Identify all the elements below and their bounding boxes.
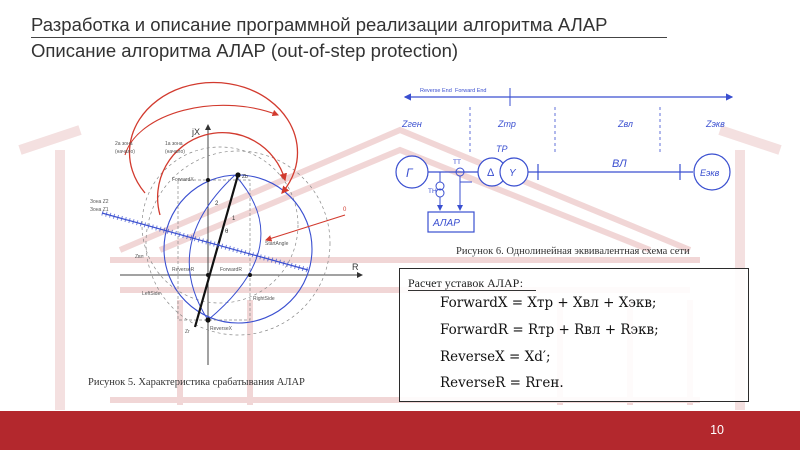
figure5-caption: Рисунок 5. Характеристика срабатывания А… xyxy=(88,377,305,388)
label-reversex: ReverseX xyxy=(210,326,233,332)
calc-title-underline xyxy=(408,290,536,291)
formula-forwardx: ForwardX = Xтр + Xвл + Xэкв; xyxy=(440,295,657,311)
page-number: 10 xyxy=(710,423,724,437)
label-zbl: Zвл xyxy=(135,254,144,260)
label-zone-z1: Зона Z1 xyxy=(90,207,109,213)
label-zgen: Zг xyxy=(185,329,190,335)
axis-label-r: R xyxy=(352,262,359,272)
label-ct: ТТ xyxy=(453,159,461,166)
single-line-diagram: Reverse End Forward End Zген Zтр Zвл Zэк… xyxy=(395,88,734,233)
label-zekv: Zэкв xyxy=(705,119,725,129)
label-zvl: Zвл xyxy=(617,119,633,129)
settings-calc-box: Расчет уставок АЛАР: ForwardX = Xтр + Xв… xyxy=(399,268,749,402)
label-reverser: ReverseR xyxy=(172,267,195,273)
label-right-side: RightSide xyxy=(253,296,275,302)
label-tr-wye: Y xyxy=(509,168,517,179)
label-theta: θ xyxy=(225,229,229,235)
slide-subtitle: Описание алгоритма АЛАР (out-of-step pro… xyxy=(31,40,459,61)
label-reverse-end: Reverse End xyxy=(420,88,452,94)
label-forwardx: ForwardX xyxy=(172,177,194,183)
label-vt: ТН xyxy=(428,188,437,195)
label-start-angle: StartAngle xyxy=(265,241,289,247)
label-relay: АЛАР xyxy=(432,218,460,229)
label-ztr: Zтр xyxy=(497,119,516,129)
label-zone1-bottom: (начало) xyxy=(165,149,185,155)
label-forward-end: Forward End xyxy=(455,88,487,94)
slide-title: Разработка и описание программной реализ… xyxy=(31,14,608,35)
label-num-2: 2 xyxy=(215,201,219,207)
title-divider xyxy=(31,37,667,38)
label-tr-delta: Δ xyxy=(487,167,495,179)
label-zone-z2: Зона Z2 xyxy=(90,199,109,205)
label-num-0: 0 xyxy=(343,207,347,213)
label-left-side: LeftSide xyxy=(142,291,161,297)
label-num-1: 1 xyxy=(232,216,236,222)
calc-title: Расчет уставок АЛАР: xyxy=(408,276,524,290)
footer-bar: 10 xyxy=(0,411,800,450)
figure6-caption: Рисунок 6. Однолинейная эквивалентная сх… xyxy=(456,246,690,257)
label-zone1-top: 1а зона xyxy=(165,141,183,147)
label-zone2-top: 2а зона xyxy=(115,141,133,147)
label-zb: Zb xyxy=(242,174,248,180)
label-generator: Г xyxy=(406,166,414,180)
label-zone2-bottom: (начало) xyxy=(115,149,135,155)
alar-characteristic-diagram: jX R 2а зона (начало) 1а зона (начало) З… xyxy=(90,81,363,365)
axis-label-jx: jX xyxy=(191,127,200,137)
formula-reversex: ReverseX = Xd′; xyxy=(440,349,551,365)
label-source: Eэкв xyxy=(700,168,720,178)
label-line: ВЛ xyxy=(612,158,627,170)
formula-forwardr: ForwardR = Rтр + Rвл + Rэкв; xyxy=(440,322,659,338)
label-zgen-impedance: Zген xyxy=(401,119,422,129)
label-transformer: ТР xyxy=(496,144,508,154)
label-forwardr: ForwardR xyxy=(220,267,242,273)
formula-reverser: ReverseR = Rген. xyxy=(440,375,564,391)
